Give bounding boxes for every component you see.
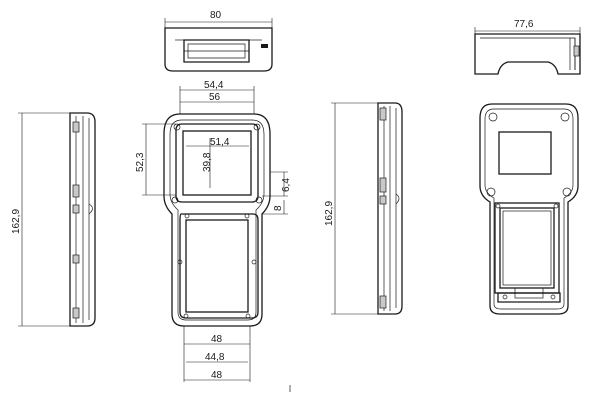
- left-side-view: 162,9: [11, 112, 96, 327]
- front-view: 54,4 56 52,3 39,8 51,4 6,4 8 48 44,8 48: [135, 80, 292, 382]
- dim-bottom-width-b: 44,8: [205, 352, 225, 363]
- dim-side-step: 6,4: [281, 178, 292, 192]
- dim-screen-height: 52,3: [135, 152, 146, 172]
- dim-bottom-width-a: 48: [211, 334, 223, 345]
- dim-top-width: 80: [210, 10, 222, 21]
- back-view: [479, 103, 579, 315]
- back-top-view: 77,6: [474, 19, 581, 75]
- dim-screen-width: 56: [209, 92, 221, 103]
- dim-right-height: 162,9: [324, 201, 335, 226]
- top-view: 80: [164, 10, 273, 72]
- dim-side-gap: 8: [273, 205, 284, 211]
- dim-window-height: 39,8: [202, 152, 213, 172]
- dim-screen-outer-width: 54,4: [204, 80, 224, 91]
- dim-window-width: 51,4: [210, 137, 230, 148]
- dim-bottom-width-c: 48: [211, 370, 223, 381]
- dim-back-width: 77,6: [514, 19, 534, 30]
- right-side-view: 162,9: [324, 102, 403, 315]
- dim-left-height: 162,9: [11, 209, 22, 234]
